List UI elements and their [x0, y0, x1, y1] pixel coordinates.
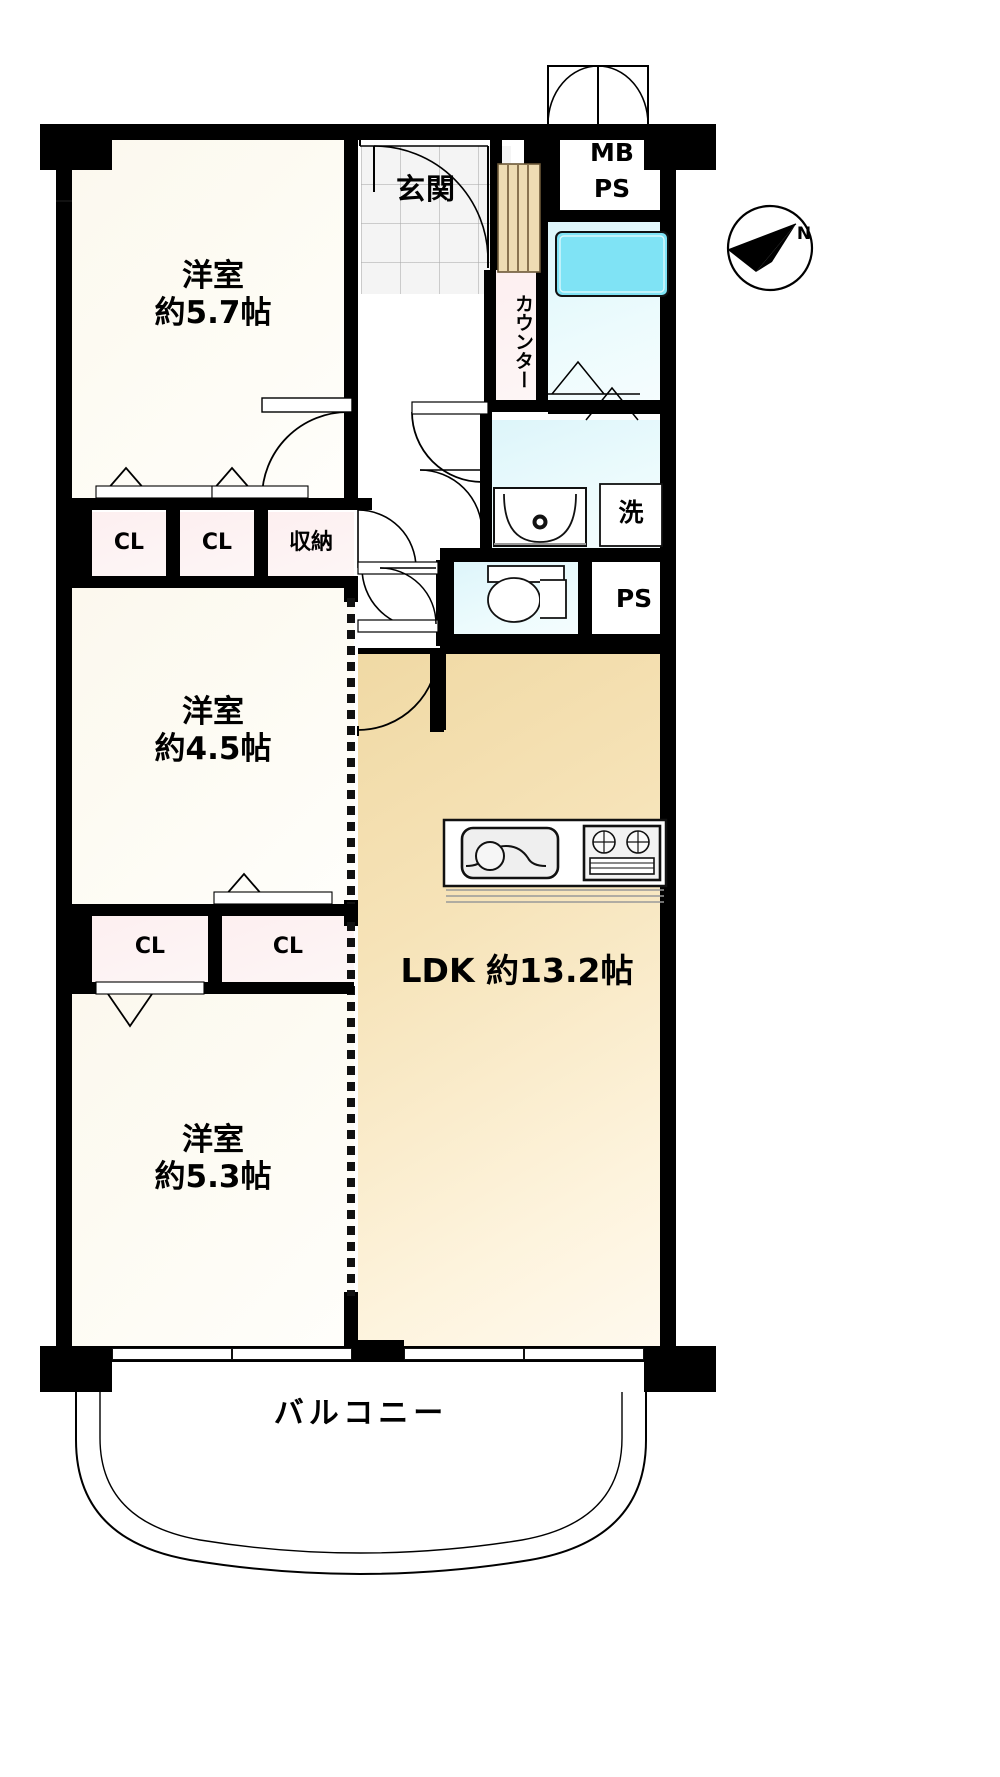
balcony-window-left	[112, 1348, 232, 1360]
closet-fill-cl-5	[222, 916, 354, 982]
balcony-window-right-2	[524, 1348, 644, 1360]
corner-block-bottom-left	[40, 1346, 112, 1392]
wall-closet-div-1	[166, 510, 180, 576]
wall-toilet-bottom	[440, 634, 676, 648]
balcony-window-mullion	[352, 1340, 404, 1362]
closet-label-storage: 収納	[288, 530, 333, 555]
wall-bath-bottom	[444, 548, 676, 562]
compass-rose	[726, 204, 814, 292]
closet-label-cl-2: CL	[201, 530, 233, 555]
room-size: 約5.3帖	[154, 1158, 272, 1195]
room-fill-bedroom-5-3	[72, 990, 354, 1362]
wall-corridor-stub-1	[358, 498, 372, 510]
closet-label-cl-4: CL	[134, 934, 166, 959]
closet-fill-cl-4	[92, 916, 208, 982]
wall-right	[660, 124, 676, 1362]
room-label-ldk: LDK 約13.2帖	[358, 951, 676, 991]
sliding-partition-lower	[347, 922, 355, 1296]
wall-left	[56, 124, 72, 1362]
sliding-partition-upper	[347, 598, 355, 904]
closet-fill-cl-1	[92, 512, 166, 576]
wall-counter-right	[536, 270, 548, 412]
balcony-outline	[75, 1392, 647, 1575]
ps-right-label: PS	[615, 584, 653, 613]
room-size: 約4.5帖	[154, 730, 272, 767]
wash-basin	[493, 487, 587, 547]
room-size: 約13.2帖	[486, 951, 634, 990]
room-label-bedroom-5-3: 洋室 約5.3帖	[72, 1122, 354, 1195]
room-fill-bedroom-5-7	[72, 124, 354, 510]
balcony-window-left-2	[232, 1348, 352, 1360]
wall-closet-left-1	[72, 510, 92, 576]
room-name: 洋室	[182, 258, 244, 294]
toilet	[487, 565, 567, 623]
balcony-window-right	[404, 1348, 524, 1360]
kitchen-counter	[442, 818, 668, 903]
wall-toilet-right	[578, 560, 592, 646]
room-size: 約5.7帖	[154, 294, 272, 331]
wall-corridor-door-frame	[436, 560, 446, 646]
room-fill-ldk	[358, 650, 676, 1362]
entrance-label: 玄関	[395, 172, 456, 206]
wall-closet-div-3	[208, 916, 222, 982]
wall-closet-row-1-bottom	[72, 576, 354, 588]
counter-label: カウンター	[512, 293, 534, 389]
wall-top	[40, 124, 676, 140]
wall-closet-div-2	[254, 510, 268, 576]
room-label-bedroom-4-5: 洋室 約4.5帖	[72, 694, 354, 767]
wall-ldk-top-left	[358, 648, 442, 654]
closet-fill-storage	[268, 512, 354, 576]
wall-ldk-top	[440, 648, 676, 654]
mb-label: MB	[590, 138, 634, 167]
wall-kitchen-bottom-2	[548, 400, 676, 414]
wall-closet-row-2-top	[72, 904, 354, 916]
counter-fill	[494, 270, 538, 410]
bathtub	[555, 231, 669, 297]
room-label-bedroom-5-7: 洋室 約5.7帖	[72, 258, 354, 331]
closet-label-cl-1: CL	[113, 530, 145, 555]
closet-label-cl-5: CL	[272, 934, 304, 959]
entrance-tile-fill	[361, 146, 511, 294]
wall-mbps-left	[548, 124, 560, 222]
window-left-bedroom-5-7	[56, 200, 72, 202]
room-fill-bedroom-4-5	[72, 588, 354, 914]
wall-closet-row-1-top	[72, 498, 354, 510]
wall-mbps-bottom	[548, 210, 676, 222]
wash-label: 洗	[618, 498, 644, 527]
shoe-cabinet	[497, 163, 541, 273]
corner-block-bottom-right	[644, 1346, 716, 1392]
room-name: LDK	[400, 951, 475, 990]
corner-block-top-right	[644, 124, 716, 170]
corner-block-top-left	[40, 124, 112, 170]
wall-bath-left	[480, 412, 492, 554]
ps-top-label: PS	[593, 174, 631, 203]
balcony-label: バルコニー	[273, 1396, 449, 1431]
closet-fill-cl-2	[180, 512, 254, 576]
room-name: 洋室	[182, 1122, 244, 1158]
room-name: 洋室	[182, 694, 244, 730]
compass-north-label: N	[796, 224, 812, 244]
wall-closet-left-2	[72, 916, 92, 982]
wall-counter-left	[484, 270, 496, 412]
